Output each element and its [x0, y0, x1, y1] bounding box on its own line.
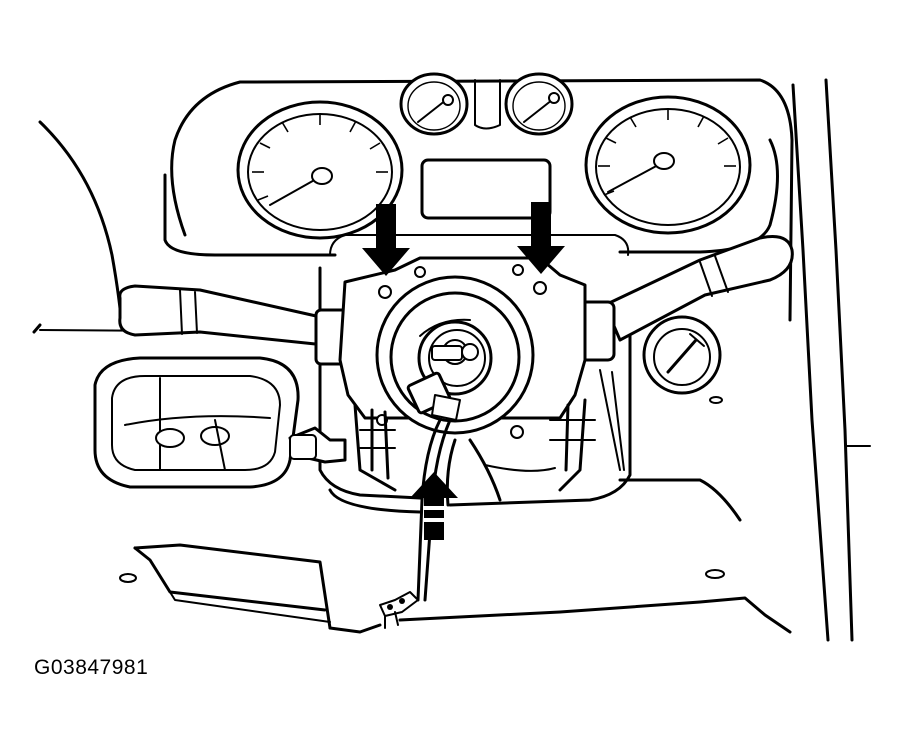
- tilt-lever: [288, 426, 347, 464]
- right-release-arrow: [517, 202, 565, 274]
- ignition-lock: [642, 315, 722, 395]
- lower-dash-panel: [119, 396, 792, 634]
- connector-arrow: [410, 472, 458, 540]
- figure-id-label: G03847981: [34, 656, 149, 679]
- column-lower-wiring: [353, 369, 625, 507]
- center-display-panel: [420, 158, 552, 220]
- clockspring-housing: [338, 256, 587, 439]
- small-gauge-right: [474, 72, 574, 136]
- lower-dash-shroud: [318, 266, 632, 514]
- right-tachometer-gauge: [584, 95, 752, 235]
- small-gauge-left: [399, 72, 469, 136]
- right-door-edge: [791, 78, 871, 642]
- left-speedometer-gauge: [236, 100, 404, 240]
- left-turn-signal-stalk: [118, 284, 352, 366]
- left-air-vent: [93, 356, 300, 489]
- left-release-arrow: [362, 204, 410, 276]
